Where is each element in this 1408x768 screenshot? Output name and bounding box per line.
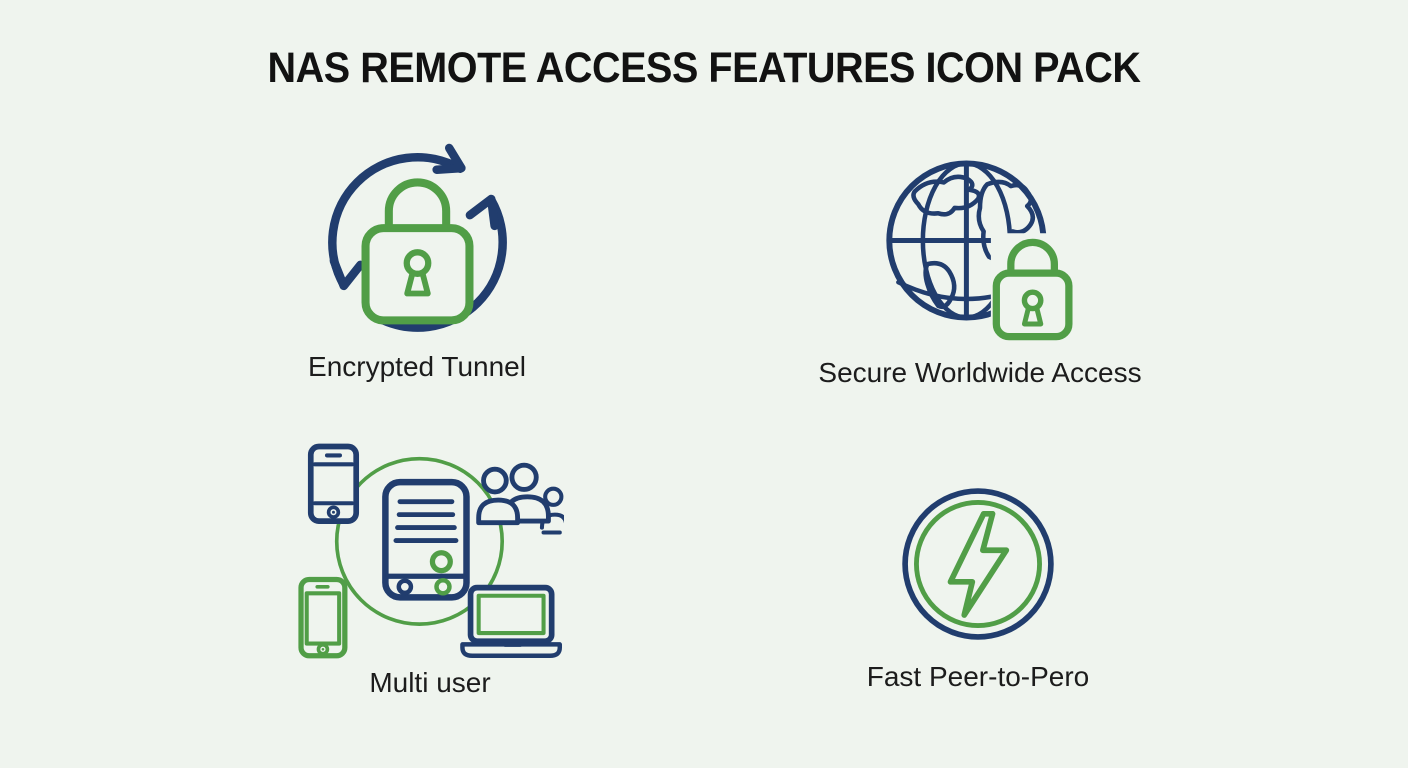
smartphone-icon <box>307 443 360 524</box>
user-group-icon <box>476 462 564 535</box>
multi-device-users-icon <box>298 443 564 659</box>
laptop-icon <box>460 584 563 658</box>
network-circle <box>334 456 505 626</box>
feature-label: Multi user <box>369 667 491 698</box>
globe-lock-icon <box>886 160 1084 341</box>
page-title: NAS REMOTE ACCESS FEATURES ICON PACK <box>267 44 1141 92</box>
feature-label: Encrypted Tunnel <box>308 351 526 382</box>
feature-card-fast-peer: Fast Peer-to-Pero <box>788 483 1168 693</box>
feature-card-multi-user: Multi user <box>296 440 564 699</box>
feature-label: Fast Peer-to-Pero <box>866 661 1090 692</box>
nas-server-icon <box>382 478 470 601</box>
feature-card-secure-worldwide-access: Secure Worldwide Access <box>790 148 1170 389</box>
lightning-bolt <box>947 510 1010 618</box>
smartphone-icon <box>298 576 348 659</box>
feature-label: Secure Worldwide Access <box>818 357 1142 388</box>
encrypted-tunnel-sync-lock-icon <box>327 143 507 332</box>
inner-ring <box>914 500 1042 628</box>
padlock-icon <box>361 178 473 325</box>
lightning-bolt-circle-icon <box>902 488 1054 640</box>
outer-ring <box>902 488 1054 640</box>
padlock-icon <box>990 233 1084 341</box>
feature-card-encrypted-tunnel: Encrypted Tunnel <box>252 126 582 383</box>
